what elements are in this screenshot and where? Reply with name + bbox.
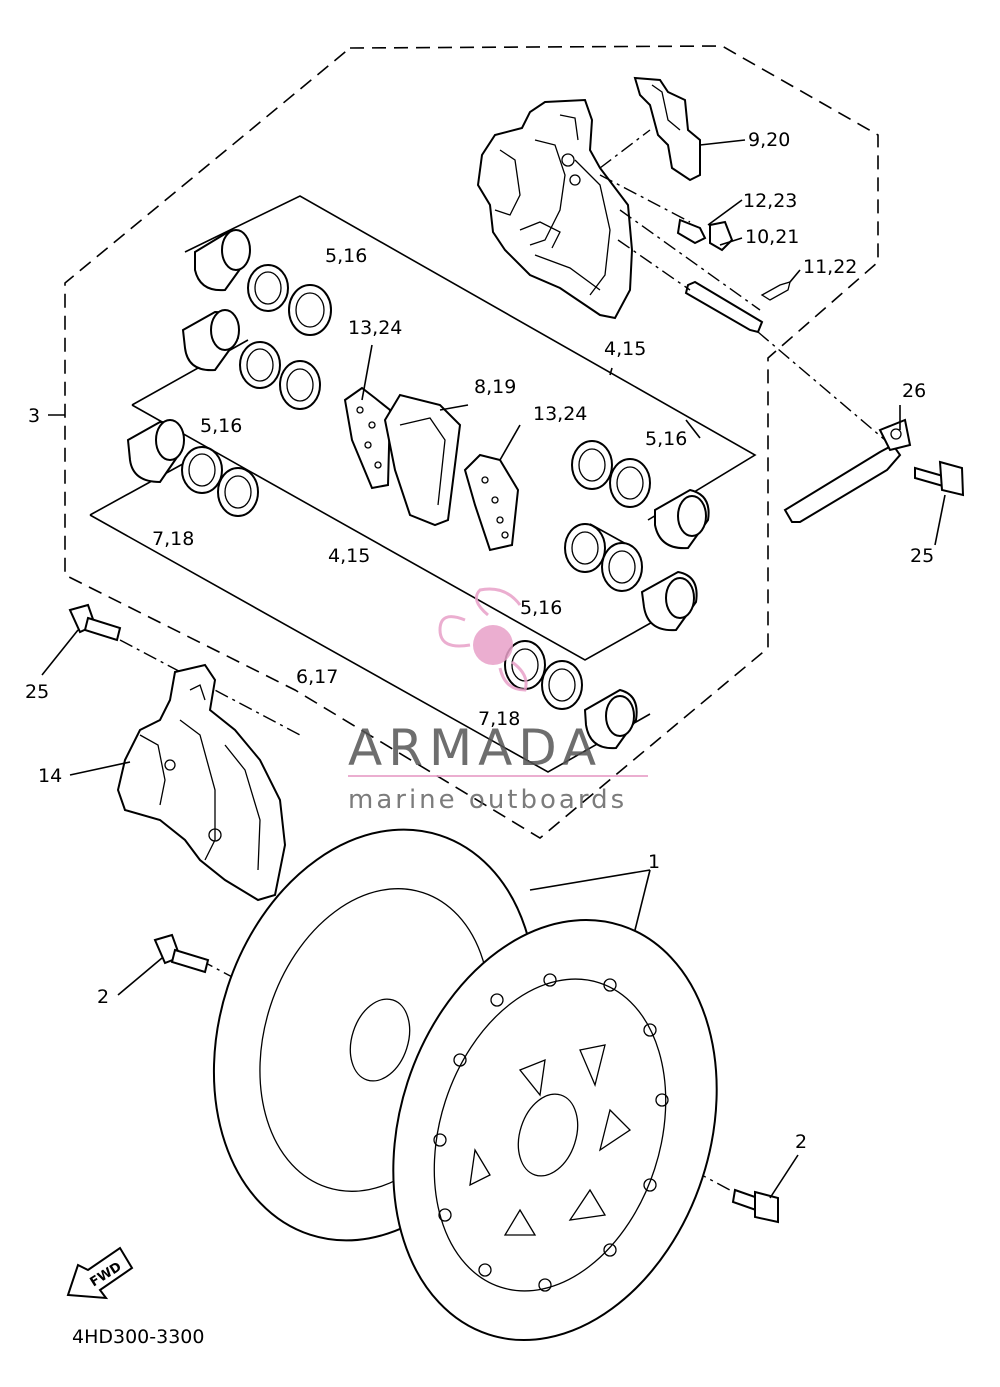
callout-25-right: 25 xyxy=(910,545,934,567)
bolts xyxy=(68,460,965,1224)
watermark-tagline: marine outboards xyxy=(348,785,627,815)
callout-13-24-right: 13,24 xyxy=(533,403,587,425)
disc-cutouts xyxy=(469,1044,632,1236)
brake-pads xyxy=(343,386,520,552)
hose-guide xyxy=(783,418,912,523)
callout-13-24-left: 13,24 xyxy=(348,317,402,339)
callout-26: 26 xyxy=(902,380,926,402)
callout-11-22: 11,22 xyxy=(803,256,857,278)
callout-1: 1 xyxy=(648,851,660,873)
bleed-screw xyxy=(676,218,734,252)
callout-8-19: 8,19 xyxy=(474,376,516,398)
pistons-seals-upper-left xyxy=(126,229,332,517)
callout-6-17: 6,17 xyxy=(296,666,338,688)
callout-2-right: 2 xyxy=(795,1131,807,1153)
pin-clip xyxy=(760,281,791,301)
armada-watermark: ARMADA marine outboards xyxy=(348,587,648,815)
armada-logo-icon xyxy=(438,587,528,692)
callout-2-left: 2 xyxy=(97,986,109,1008)
callout-10-21: 10,21 xyxy=(745,226,799,248)
callout-5-16-c: 5,16 xyxy=(645,428,687,450)
watermark-brand: ARMADA xyxy=(348,719,602,777)
callout-labels: 1 2 2 3 4,15 4,15 5,16 5,16 5,16 5,16 6,… xyxy=(25,129,934,1153)
callout-4-15-upper: 4,15 xyxy=(604,338,646,360)
disc-holes xyxy=(433,973,669,1292)
callout-25-left: 25 xyxy=(25,681,49,703)
callout-5-16-a: 5,16 xyxy=(325,245,367,267)
callout-3: 3 xyxy=(28,405,40,427)
callout-5-16-b: 5,16 xyxy=(200,415,242,437)
callout-leaders xyxy=(41,139,946,1199)
brake-disc-front xyxy=(392,918,718,1342)
caliper-body-upper xyxy=(476,98,634,320)
callout-7-18-right: 7,18 xyxy=(478,708,520,730)
fwd-arrow: FWD xyxy=(66,1246,134,1300)
callout-5-16-d: 5,16 xyxy=(520,597,562,619)
callout-12-23: 12,23 xyxy=(743,190,797,212)
caliper-body-lower xyxy=(116,663,287,902)
callout-9-20: 9,20 xyxy=(748,129,790,151)
diagram-code: 4HD300-3300 xyxy=(72,1326,204,1348)
pistons-seals-right xyxy=(504,440,710,750)
assembly-boundary xyxy=(64,45,879,839)
callout-14: 14 xyxy=(38,765,62,787)
pad-pin xyxy=(684,280,764,334)
pad-spring xyxy=(633,76,701,182)
callout-4-15-lower: 4,15 xyxy=(328,545,370,567)
callout-7-18-left: 7,18 xyxy=(152,528,194,550)
